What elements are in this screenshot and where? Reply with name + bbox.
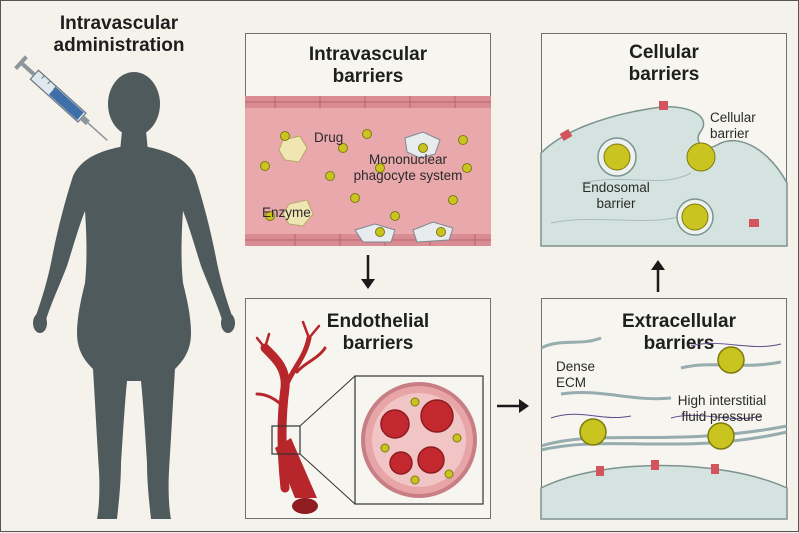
drug-particle-icon [260, 129, 472, 237]
arrow-down-icon [361, 255, 375, 289]
syringe-icon [14, 55, 108, 141]
endothelial-barriers-panel: Endothelial barriers [245, 298, 491, 519]
blood-vessel-tree-illustration [255, 320, 484, 514]
mps-label-line-2: phagocyte system [353, 168, 463, 183]
endosomal-line-2: barrier [596, 196, 636, 211]
title-line-1: Intravascular [59, 13, 179, 34]
dense-ecm-line-2: ECM [556, 375, 586, 390]
pressure-line-1: High interstitial [677, 393, 767, 408]
enzyme-icon [282, 199, 314, 227]
dense-ecm-line-1: Dense [556, 359, 596, 374]
red-blood-cell-icon [380, 399, 454, 475]
endothelial-title-line-1: Endothelial [326, 311, 430, 332]
drug-particle-icon [603, 143, 631, 171]
drug-particle-icon [686, 142, 716, 172]
cell-receptor-icon [596, 460, 719, 476]
endosomal-line-1: Endosomal [582, 180, 650, 195]
cell-illustration [540, 101, 788, 247]
cellular-title-line-2: barriers [628, 64, 700, 85]
extracellular-title: Extracellular barriers [542, 311, 786, 355]
ecm-illustration [540, 336, 788, 520]
endothelial-title: Endothelial barriers [246, 311, 490, 355]
page-title: Intravascular administration [1, 13, 237, 57]
cellular-barrier-line-1: Cellular [710, 110, 756, 125]
cellular-barriers-panel: Cellular barriers Cellular barrier [540, 33, 788, 247]
enzyme-label: Enzyme [262, 205, 311, 220]
pressure-label: High interstitial fluid pressure [658, 393, 786, 425]
enzyme-icon [278, 135, 308, 163]
cellular-barrier-line-2: barrier [710, 126, 750, 141]
mps-label: Mononuclear phagocyte system [328, 152, 488, 184]
pressure-line-2: fluid pressure [681, 409, 763, 424]
intravascular-title: Intravascular barriers [246, 44, 490, 88]
cellular-barrier-label: Cellular barrier [710, 110, 756, 142]
intravascular-title-line-1: Intravascular [308, 44, 428, 65]
drug-particle-icon [681, 203, 709, 231]
intravascular-title-line-2: barriers [332, 66, 404, 87]
mps-label-line-1: Mononuclear [368, 152, 448, 167]
endothelial-title-line-2: barriers [342, 333, 414, 354]
cellular-title-line-1: Cellular [629, 42, 699, 63]
drug-label: Drug [314, 130, 344, 145]
cell-receptor-icon [559, 101, 759, 227]
extracellular-title-line-1: Extracellular [621, 311, 737, 332]
title-line-2: administration [53, 35, 185, 56]
drug-particle-icon [579, 346, 745, 450]
arrow-right-icon [497, 399, 529, 413]
dense-ecm-label: Dense ECM [556, 359, 595, 391]
extracellular-barriers-panel: Extracellular barriers [540, 298, 788, 520]
human-silhouette-icon [33, 72, 235, 519]
blood-vessel-illustration [245, 96, 491, 246]
endosomal-barrier-label: Endosomal barrier [576, 180, 656, 212]
arrow-up-icon [651, 260, 665, 292]
intravascular-barriers-panel: Intravascular barriers [245, 33, 491, 246]
extracellular-title-line-2: barriers [643, 333, 715, 354]
cellular-title: Cellular barriers [542, 42, 786, 86]
